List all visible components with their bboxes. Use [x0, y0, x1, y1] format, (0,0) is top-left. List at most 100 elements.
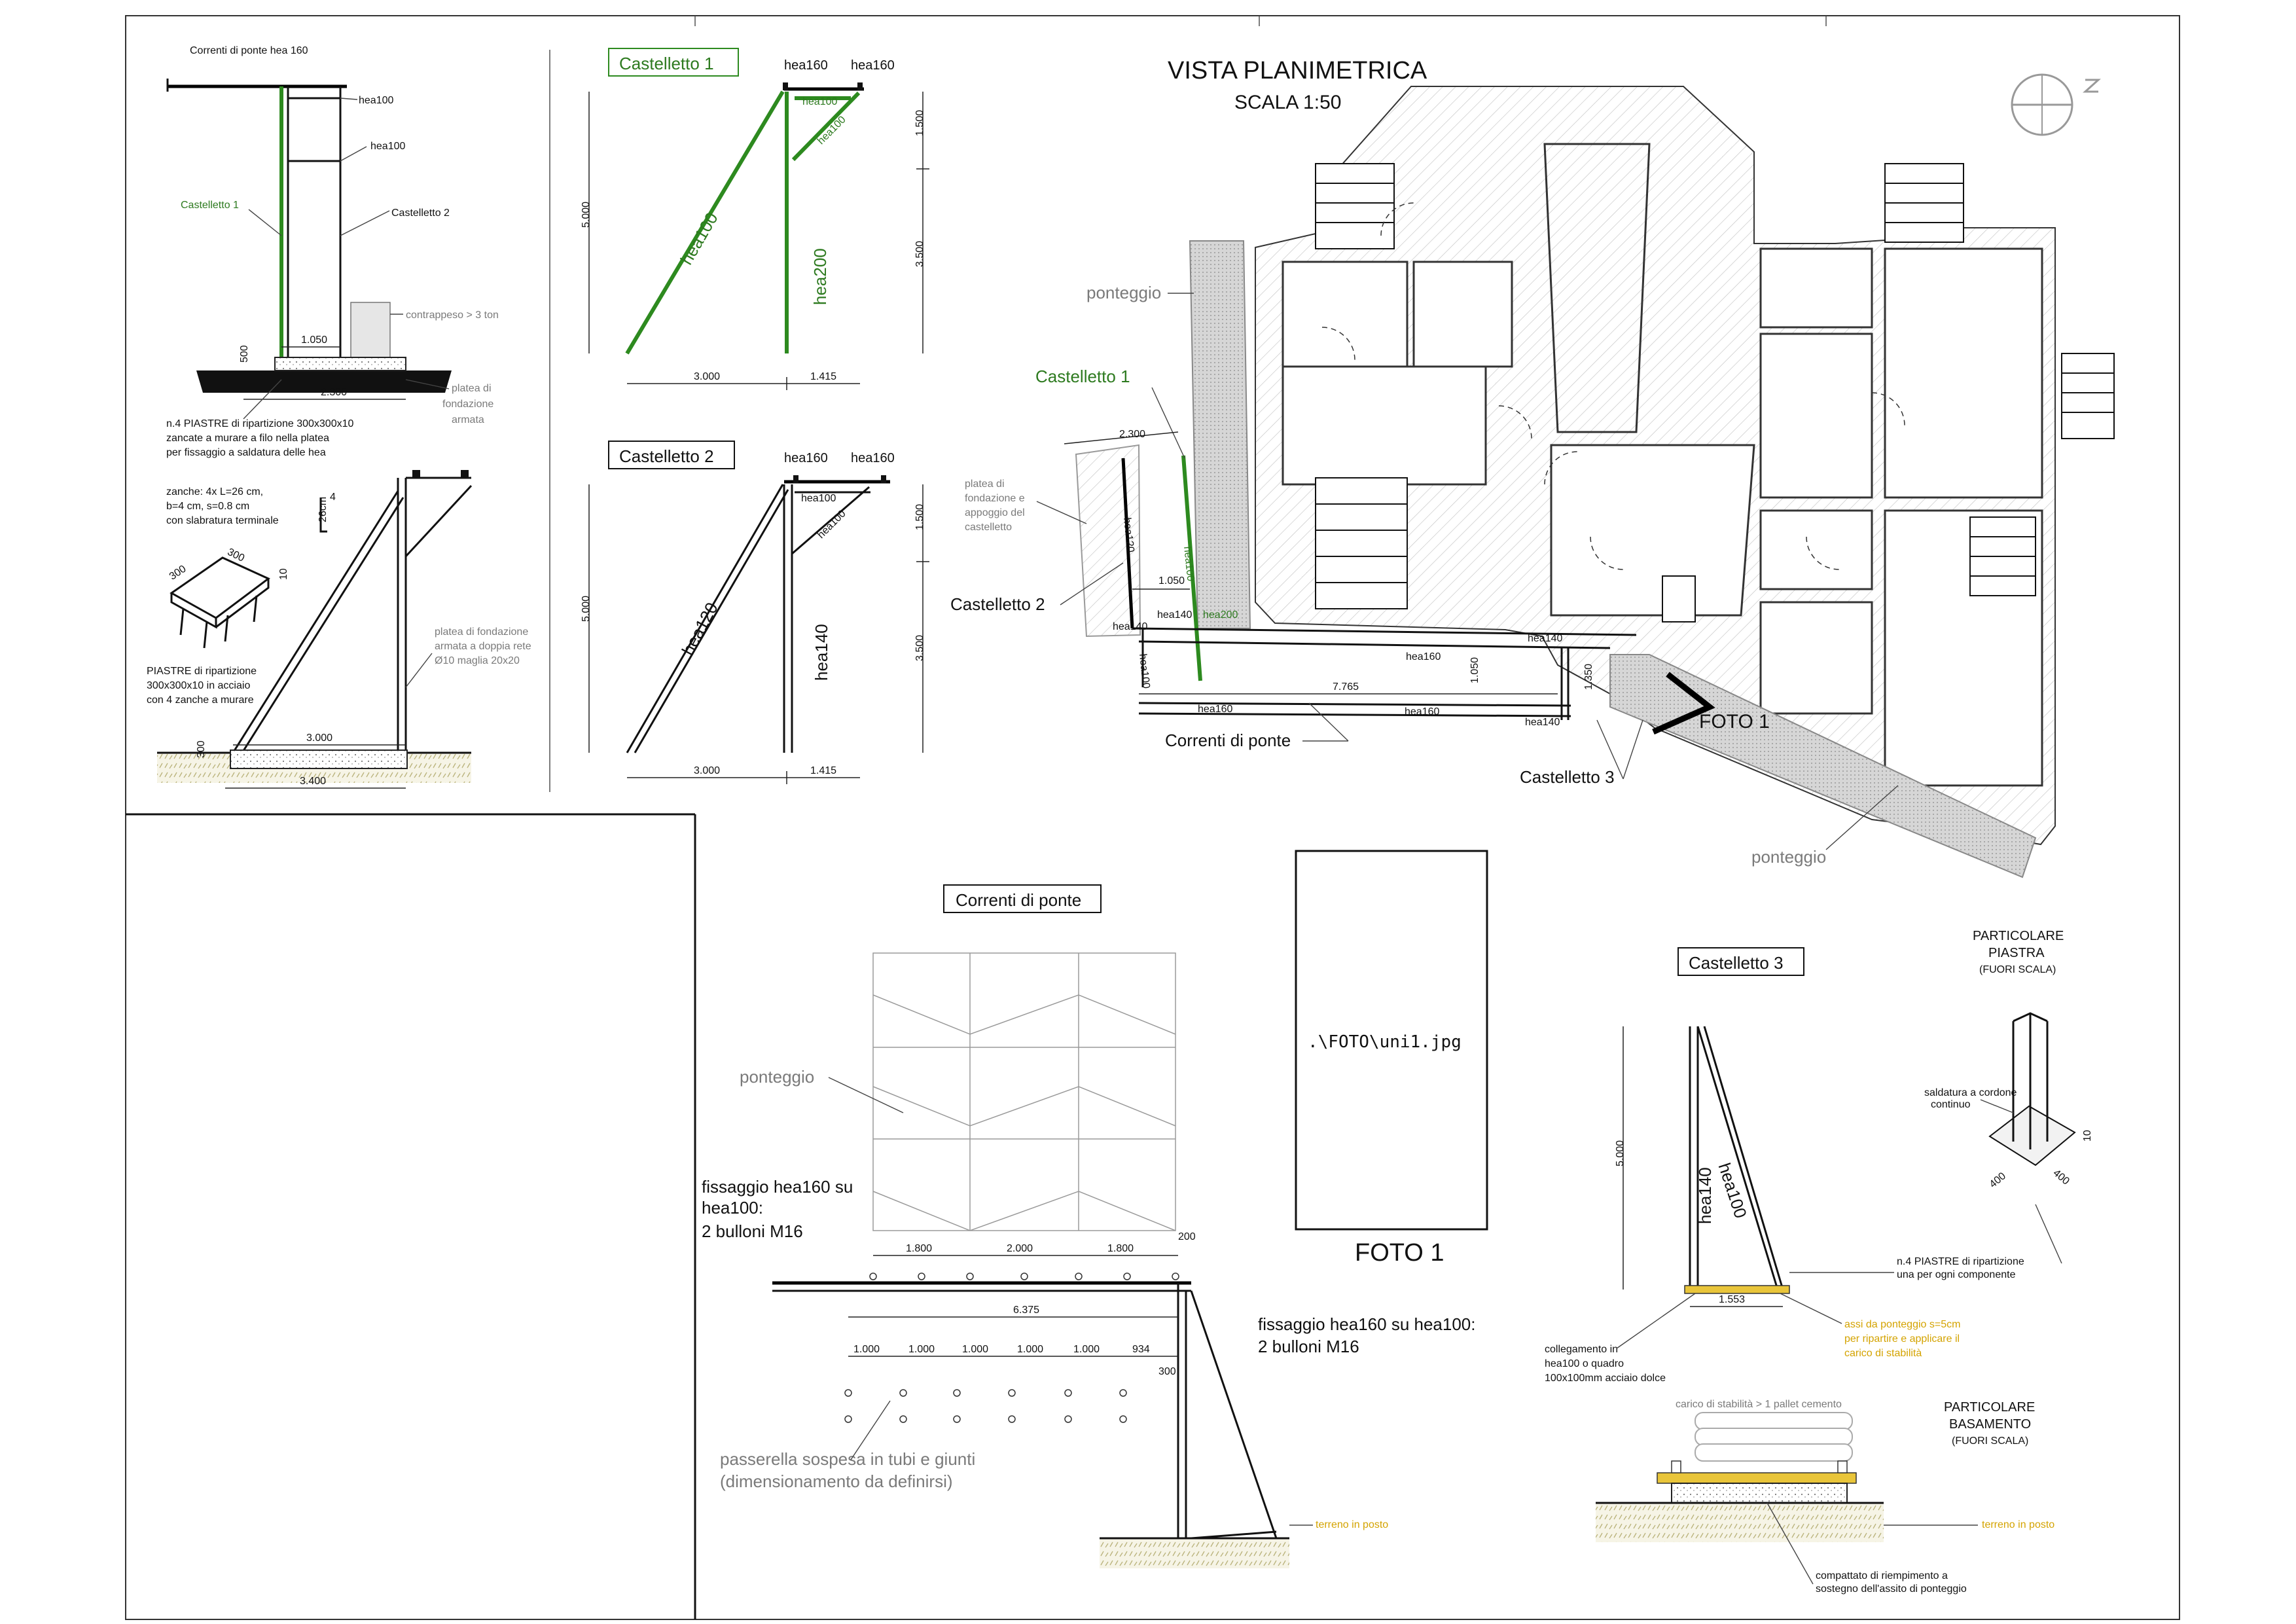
- correnti-dim-top-1: 1.800: [906, 1243, 932, 1254]
- c2-hea100-top: hea100: [801, 493, 836, 504]
- plan-hea200: hea200: [1203, 609, 1238, 621]
- c1-dim-5000: 5.000: [581, 202, 592, 228]
- c3-dim-5000: 5.000: [1615, 1140, 1626, 1166]
- correnti-dim-b3: 1.000: [962, 1344, 988, 1355]
- correnti-dim-b5: 1.000: [1073, 1344, 1100, 1355]
- plan-dim-1050: 1.050: [1158, 575, 1185, 586]
- plan-ponteggio-b: ponteggio: [1751, 847, 1826, 867]
- correnti-terreno: terreno in posto: [1316, 1519, 1388, 1530]
- basamento-compattato-1: compattato di riempimento a: [1816, 1570, 1948, 1581]
- c2-hea140: hea140: [812, 624, 831, 681]
- sheet-frame: [125, 15, 2180, 1620]
- correnti-fissaggio-left-1: fissaggio hea160 su: [702, 1177, 853, 1197]
- piastra-title-3: (FUORI SCALA): [1979, 964, 2056, 975]
- north-arrow-icon: [2011, 73, 2101, 136]
- correnti-passerella-2: (dimensionamento da definirsi): [720, 1471, 953, 1491]
- c1-hea160a: hea160: [784, 58, 828, 73]
- overview-piastre-small-3: con 4 zanche a murare: [147, 695, 254, 706]
- overview-hea100-a: hea100: [359, 95, 393, 106]
- correnti-dim-b1: 1.000: [853, 1344, 880, 1355]
- plan-platea-1: platea di: [965, 478, 1005, 490]
- overview-zanche-1: zanche: 4x L=26 cm,: [166, 486, 263, 497]
- piastra-saldatura-2: continuo: [1931, 1099, 1971, 1110]
- c3-collegamento-1: collegamento in: [1545, 1344, 1618, 1355]
- correnti-fissaggio-right-1: fissaggio hea160 su hea100:: [1258, 1314, 1476, 1334]
- correnti-dim-b2: 1.000: [908, 1344, 935, 1355]
- c3-title: Castelletto 3: [1689, 953, 1784, 973]
- c1-dim-1500: 1.500: [914, 110, 925, 136]
- piastra-dim-400a: 400: [1988, 1170, 2008, 1190]
- overview-zanche-3: con slabratura terminale: [166, 515, 279, 526]
- overview-platea-3: armata: [452, 414, 484, 425]
- basamento-carico: carico di stabilità > 1 pallet cemento: [1676, 1399, 1842, 1410]
- plan-platea-2: fondazione e: [965, 493, 1025, 504]
- c1-hea160b: hea160: [851, 58, 895, 73]
- plan-hea140b: hea140: [1113, 621, 1147, 632]
- c3-collegamento-3: 100x100mm acciaio dolce: [1545, 1373, 1666, 1384]
- piastra-dim-400b: 400: [2051, 1167, 2071, 1187]
- overview-piastra-10: 10: [278, 568, 289, 580]
- correnti-ponteggio: ponteggio: [740, 1067, 814, 1087]
- c2-dim-1500: 1.500: [914, 504, 925, 530]
- correnti-fissaggio-left-3: 2 bulloni M16: [702, 1221, 803, 1241]
- plan-title: VISTA PLANIMETRICA: [1168, 57, 1427, 84]
- overview-platea-rete-2: armata a doppia rete: [435, 641, 531, 652]
- c1-hea100-top: hea100: [802, 96, 837, 107]
- plan-foto: FOTO 1: [1699, 711, 1770, 732]
- overview-zanca-26: 26cm: [317, 497, 329, 522]
- castelletto1-elevation: Castelletto 1 hea160 hea160 hea100 hea10…: [581, 48, 929, 390]
- overview-zanche-2: b=4 cm, s=0.8 cm: [166, 501, 249, 512]
- correnti-fissaggio-left-2: hea100:: [702, 1198, 763, 1218]
- plan-dim-7765: 7.765: [1333, 681, 1359, 693]
- overview-castelletto1: Castelletto 1: [181, 200, 239, 211]
- c2-title: Castelletto 2: [619, 446, 714, 466]
- overview-piastre-3: per fissaggio a saldatura delle hea: [166, 447, 326, 458]
- plan-dim-2300: 2.300: [1119, 429, 1145, 440]
- plan-view: VISTA PLANIMETRICA SCALA 1:50: [950, 57, 2115, 878]
- c3-collegamento-2: hea100 o quadro: [1545, 1358, 1624, 1369]
- foto-caption: FOTO 1: [1355, 1239, 1444, 1267]
- piastra-title-2: PIASTRA: [1988, 946, 2045, 960]
- plan-correnti: Correnti di ponte: [1165, 731, 1291, 750]
- plan-dim-1350: 1.350: [1583, 664, 1594, 690]
- c2-hea160a: hea160: [784, 451, 828, 465]
- basamento-compattato-2: sostegno dell'assito di ponteggio: [1816, 1583, 1967, 1595]
- correnti-dim-top-4: 200: [1178, 1231, 1196, 1242]
- plan-hea160c: hea160: [1198, 704, 1232, 715]
- basamento-title-1: PARTICOLARE: [1944, 1400, 2035, 1415]
- foto-path: .\FOTO\uni1.jpg: [1308, 1032, 1462, 1052]
- c2-dim-1415: 1.415: [810, 765, 836, 776]
- correnti-dim-top-2: 2.000: [1007, 1243, 1033, 1254]
- c2-hea160b: hea160: [851, 451, 895, 465]
- c3-hea100: hea100: [1715, 1161, 1751, 1221]
- castelletto2-elevation: Castelletto 2 hea160 hea160 hea100 hea10…: [581, 441, 929, 784]
- c3-piastre-2: una per ogni componente: [1897, 1269, 2016, 1280]
- c3-piastre-1: n.4 PIASTRE di ripartizione: [1897, 1256, 2024, 1267]
- overview-zanca-4: 4: [330, 492, 336, 503]
- plan-castelletto1: Castelletto 1: [1035, 367, 1130, 386]
- correnti-dim-6375: 6.375: [1013, 1305, 1039, 1316]
- overview-platea-1: platea di: [452, 383, 492, 394]
- overview-platea-2: fondazione: [442, 399, 493, 410]
- foto-placeholder: .\FOTO\uni1.jpg FOTO 1: [1295, 850, 1488, 1267]
- plan-hea140c: hea140: [1528, 633, 1562, 644]
- overview-hea100-b: hea100: [370, 141, 405, 152]
- plan-hea160a: hea160: [1406, 651, 1441, 662]
- correnti-title: Correnti di ponte: [956, 890, 1081, 910]
- overview-piastre-small-2: 300x300x10 in acciaio: [147, 680, 250, 691]
- overview-castelletto2: Castelletto 2: [391, 208, 450, 219]
- c1-dim-3500: 3.500: [914, 241, 925, 267]
- c3-dim-1553: 1.553: [1719, 1294, 1745, 1305]
- correnti-dim-300: 300: [1158, 1366, 1176, 1377]
- correnti-detail: Correnti di ponte ponteggio 1.800 2.000 …: [702, 884, 1476, 1568]
- basamento-title-2: BASAMENTO: [1949, 1417, 2031, 1432]
- plan-dim-1050b: 1.050: [1469, 657, 1480, 683]
- basamento-terreno: terreno in posto: [1982, 1519, 2054, 1530]
- c1-dim-1415: 1.415: [810, 371, 836, 382]
- plan-castelletto2: Castelletto 2: [950, 594, 1045, 614]
- c3-assi-3: carico di stabilità: [1844, 1348, 1922, 1359]
- overview-piastre-2: zancate a murare a filo nella platea: [166, 433, 329, 444]
- overview-dim-300: 300: [196, 740, 207, 758]
- c3-assi-1: assi da ponteggio s=5cm: [1844, 1319, 1960, 1330]
